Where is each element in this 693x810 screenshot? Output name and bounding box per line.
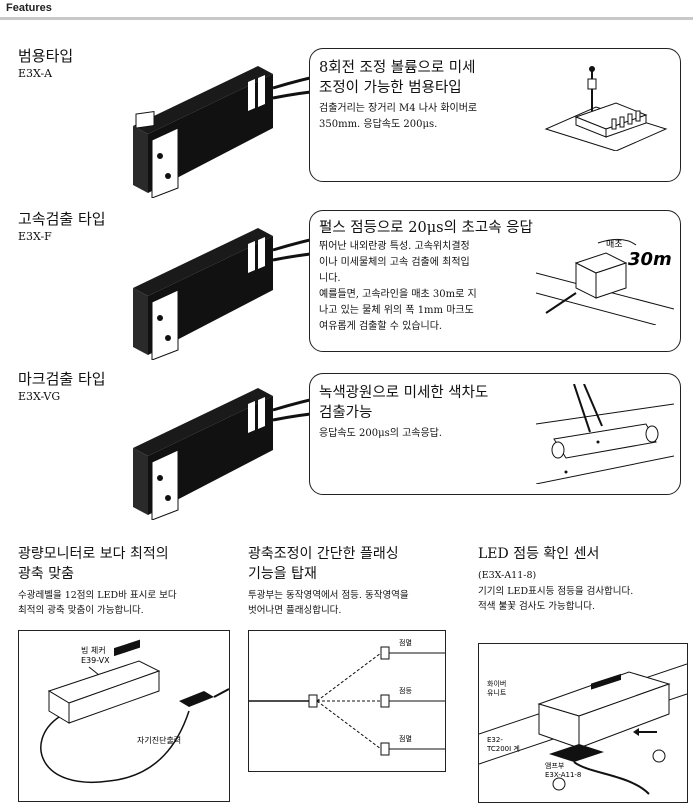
sensor-amplifier-image-general [133, 66, 328, 198]
bottom-text-line: 수광레벨을 12점의 LED바 표시로 보다 [18, 590, 177, 601]
label-amp-2: E3X-A11-8 [545, 771, 581, 779]
type-name-mark: 마크검출 타입 [18, 370, 106, 388]
label-fiber-1: 화이버 [487, 679, 506, 688]
beam-checker-illustration: 빔 체커 E39-VX 자기진단출력 [40, 639, 229, 784]
feature-text-line: 예를들면, 고속라인을 매초 30m로 지 [319, 289, 477, 300]
feature-text-line: 350mm. 응답속도 200μs. [319, 119, 438, 130]
bottom-text-line: 최적의 광축 맞춤이 가능합니다. [18, 605, 144, 616]
high-speed-line-illustration: 매초 30m [536, 238, 674, 325]
type-model-general: E3X-A [18, 67, 53, 80]
section-title: Features [6, 2, 52, 14]
illus-label-speed: 30m [628, 249, 672, 270]
label-flash-bottom: 점멸 [399, 734, 412, 743]
feature-title-line-2: 조정이 가능한 범용타입 [319, 80, 462, 96]
feature-text-line: 나고 있는 물체 위의 폭 1mm 마크도 [319, 305, 474, 316]
label-beam-checker: 빔 체커 [81, 645, 106, 655]
label-fiber-3: E32- [487, 736, 503, 744]
section-header: Features [0, 0, 693, 20]
label-self-diagnosis: 자기진단출력 [137, 735, 181, 745]
feature-title-line-2: 검출가능 [319, 405, 373, 421]
bottom-model-3: (E3X-A11-8) [478, 570, 537, 581]
fiber-screw-illustration [544, 66, 668, 151]
bottom-text-line: 기기의 LED표시등 점등을 검사합니다. [478, 586, 634, 597]
feature-title-line-1: 녹색광원으로 미세한 색차도 [319, 385, 489, 401]
flashing-illustration: 점멸 점등 점멸 [249, 638, 445, 756]
type-name-general: 범용타입 [18, 47, 74, 65]
led-check-box: 화이버 유니트 E32- TC200I 계 앰프부 E3X-A11-8 [478, 643, 688, 803]
beam-checker-box: 빔 체커 E39-VX 자기진단출력 [18, 630, 230, 802]
header-divider [0, 17, 693, 20]
bottom-text-line: 투광부는 동작영역에서 점등. 동작영역을 [248, 590, 409, 601]
label-flash-top: 점멸 [399, 638, 412, 647]
label-fiber-4: TC200I 계 [486, 744, 520, 753]
feature-box-highspeed: 펄스 점등으로 20μs의 초고속 응답 뛰어난 내외란광 특성. 고속위치결정… [309, 210, 681, 352]
feature-title-line-1: 8회전 조정 볼륨으로 미세 [319, 60, 476, 76]
label-amp-1: 앰프부 [545, 762, 565, 770]
flashing-box: 점멸 점등 점멸 [248, 630, 446, 772]
type-model-mark: E3X-VG [18, 390, 61, 403]
mark-detection-illustration [536, 384, 674, 484]
label-lit-middle: 점등 [399, 687, 412, 695]
feature-text-line: 여유롭게 검출할 수 있습니다. [319, 321, 443, 332]
sensor-amplifier-image-mark [133, 388, 328, 520]
bottom-text-line: 적색 불꽃 검사도 가능합니다. [478, 601, 595, 612]
label-beam-checker-model: E39-VX [81, 656, 110, 665]
feature-text-line: 뛰어난 내외란광 특성. 고속위치결정 [319, 241, 470, 252]
bottom-title-1-line-2: 광축 맞춤 [18, 566, 74, 582]
bottom-title-2-line-1: 광축조정이 간단한 플래싱 [248, 546, 399, 562]
led-check-illustration: 화이버 유니트 E32- TC200I 계 앰프부 E3X-A11-8 [479, 663, 687, 795]
feature-text-line: 니다. [319, 273, 341, 284]
bottom-title-1-line-1: 광량모니터로 보다 최적의 [18, 546, 169, 562]
bottom-title-2-line-2: 기능을 탑재 [248, 566, 317, 582]
feature-text-line: 검출거리는 장거리 M4 나사 화이버로 [319, 103, 478, 114]
feature-text-line: 응답속도 200μs의 고속응답. [319, 428, 443, 439]
bottom-text-line: 벗어나면 플래싱합니다. [248, 605, 342, 616]
label-fiber-2: 유니트 [487, 688, 507, 697]
bottom-title-3: LED 점등 확인 센서 [478, 546, 600, 562]
feature-title-line-1: 펄스 점등으로 20μs의 초고속 응답 [319, 220, 533, 236]
feature-text-line: 이나 미세물체의 고속 검출에 최적입 [319, 257, 470, 268]
sensor-amplifier-image-highspeed [133, 228, 328, 360]
feature-box-general: 8회전 조정 볼륨으로 미세 조정이 가능한 범용타입 검출거리는 장거리 M4… [309, 48, 681, 182]
illus-label-prefix: 매초 [606, 239, 623, 250]
type-model-highspeed: E3X-F [18, 230, 52, 243]
feature-box-mark: 녹색광원으로 미세한 색차도 검출가능 응답속도 200μs의 고속응답. [309, 373, 681, 495]
type-name-highspeed: 고속검출 타입 [18, 210, 106, 228]
